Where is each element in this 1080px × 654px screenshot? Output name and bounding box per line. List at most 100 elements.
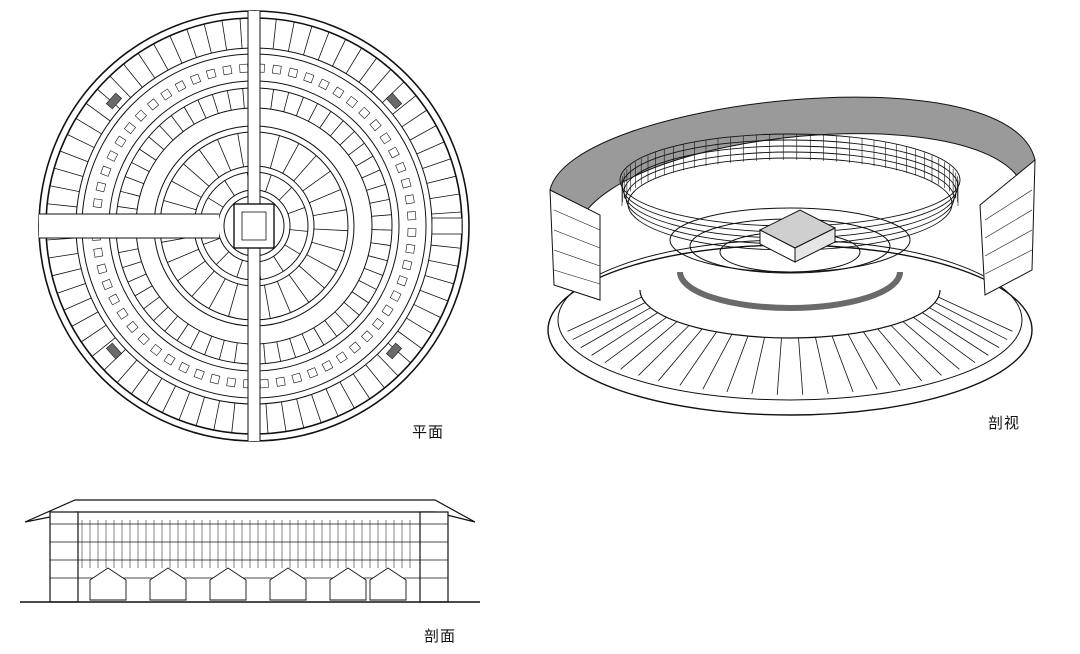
ground-hall: [209, 567, 247, 601]
stall: [123, 122, 137, 135]
room-wall: [431, 211, 462, 215]
cut-wall-right: [979, 158, 1036, 296]
ground-hall: [149, 567, 187, 601]
stall: [395, 161, 407, 174]
room-wall: [371, 229, 392, 231]
room-wall: [382, 81, 405, 103]
room-wall: [413, 304, 441, 319]
stall: [335, 351, 348, 364]
stall: [193, 368, 205, 380]
stall: [407, 211, 417, 221]
room-partition: [658, 328, 703, 382]
stall: [205, 68, 217, 80]
room-wall: [397, 330, 423, 350]
stall: [396, 275, 408, 287]
room-partition: [591, 312, 658, 356]
room-wall: [303, 26, 313, 56]
room-wall: [198, 149, 220, 178]
room-partition: [890, 325, 942, 376]
room-wall: [276, 281, 291, 313]
room-wall: [109, 75, 131, 98]
room-wall: [81, 324, 107, 343]
room-wall: [311, 241, 345, 252]
room-wall: [284, 244, 301, 255]
room-wall: [428, 260, 459, 267]
stall: [189, 73, 202, 85]
room-wall: [63, 297, 92, 311]
stair: [105, 342, 123, 360]
room-wall: [127, 273, 147, 283]
room-wall: [49, 185, 80, 192]
room-wall: [103, 349, 126, 371]
room-wall: [313, 228, 348, 232]
room-wall: [424, 275, 454, 285]
stall: [271, 64, 282, 75]
room-wall: [153, 306, 169, 321]
room-wall: [426, 175, 457, 184]
room-wall: [281, 401, 287, 432]
room-partition: [567, 296, 642, 332]
plan-label: 平面: [412, 423, 445, 441]
stall: [100, 165, 112, 177]
room-partition: [902, 321, 960, 370]
hall-wall: [794, 227, 836, 263]
central-hall-inner: [241, 211, 267, 241]
ground-hall: [369, 567, 407, 601]
stall: [134, 109, 147, 122]
room-wall: [137, 53, 156, 79]
room-wall: [131, 162, 150, 172]
room-wall: [296, 398, 305, 429]
stall: [287, 67, 299, 79]
room-partition: [847, 334, 878, 390]
room-wall: [236, 259, 243, 278]
central-hall: [233, 203, 275, 249]
room-partition: [572, 302, 646, 340]
room-wall: [429, 193, 460, 199]
room-wall: [358, 57, 378, 83]
room-wall: [325, 388, 339, 417]
room-partition: [831, 335, 854, 393]
stall: [93, 247, 104, 258]
stall: [404, 194, 415, 205]
room-wall: [306, 254, 337, 272]
ground-hall: [269, 567, 307, 601]
floor-line: [553, 209, 601, 231]
room-wall: [183, 106, 195, 125]
room-wall: [176, 323, 189, 341]
room-wall: [351, 291, 369, 304]
room-wall: [117, 206, 138, 210]
room-wall: [91, 337, 116, 357]
room-wall: [332, 39, 347, 67]
room-wall: [265, 403, 269, 434]
stall: [345, 95, 358, 109]
stall: [239, 63, 249, 73]
stall: [174, 80, 187, 92]
room-wall: [123, 63, 143, 88]
stall: [358, 106, 371, 119]
room-wall: [324, 320, 338, 337]
room-partition: [776, 337, 782, 395]
stall: [401, 259, 413, 271]
stall: [106, 150, 119, 162]
room-wall: [370, 242, 391, 246]
room-partition: [604, 316, 667, 363]
room-wall: [148, 136, 165, 150]
room-wall: [208, 278, 226, 309]
stall: [379, 132, 392, 145]
room-wall: [282, 143, 300, 174]
room-wall: [401, 109, 427, 128]
room-wall: [97, 88, 121, 110]
front-arc: [639, 289, 941, 339]
stall: [96, 263, 108, 275]
room-wall: [217, 139, 232, 171]
room-wall: [125, 176, 144, 185]
room-wall: [345, 47, 362, 74]
stall: [332, 86, 345, 99]
room-partition: [726, 335, 749, 393]
stall: [389, 290, 402, 302]
stall: [226, 377, 237, 388]
room-wall: [159, 125, 174, 141]
room-wall: [264, 285, 271, 319]
room-wall: [75, 118, 102, 135]
stall: [209, 373, 221, 385]
